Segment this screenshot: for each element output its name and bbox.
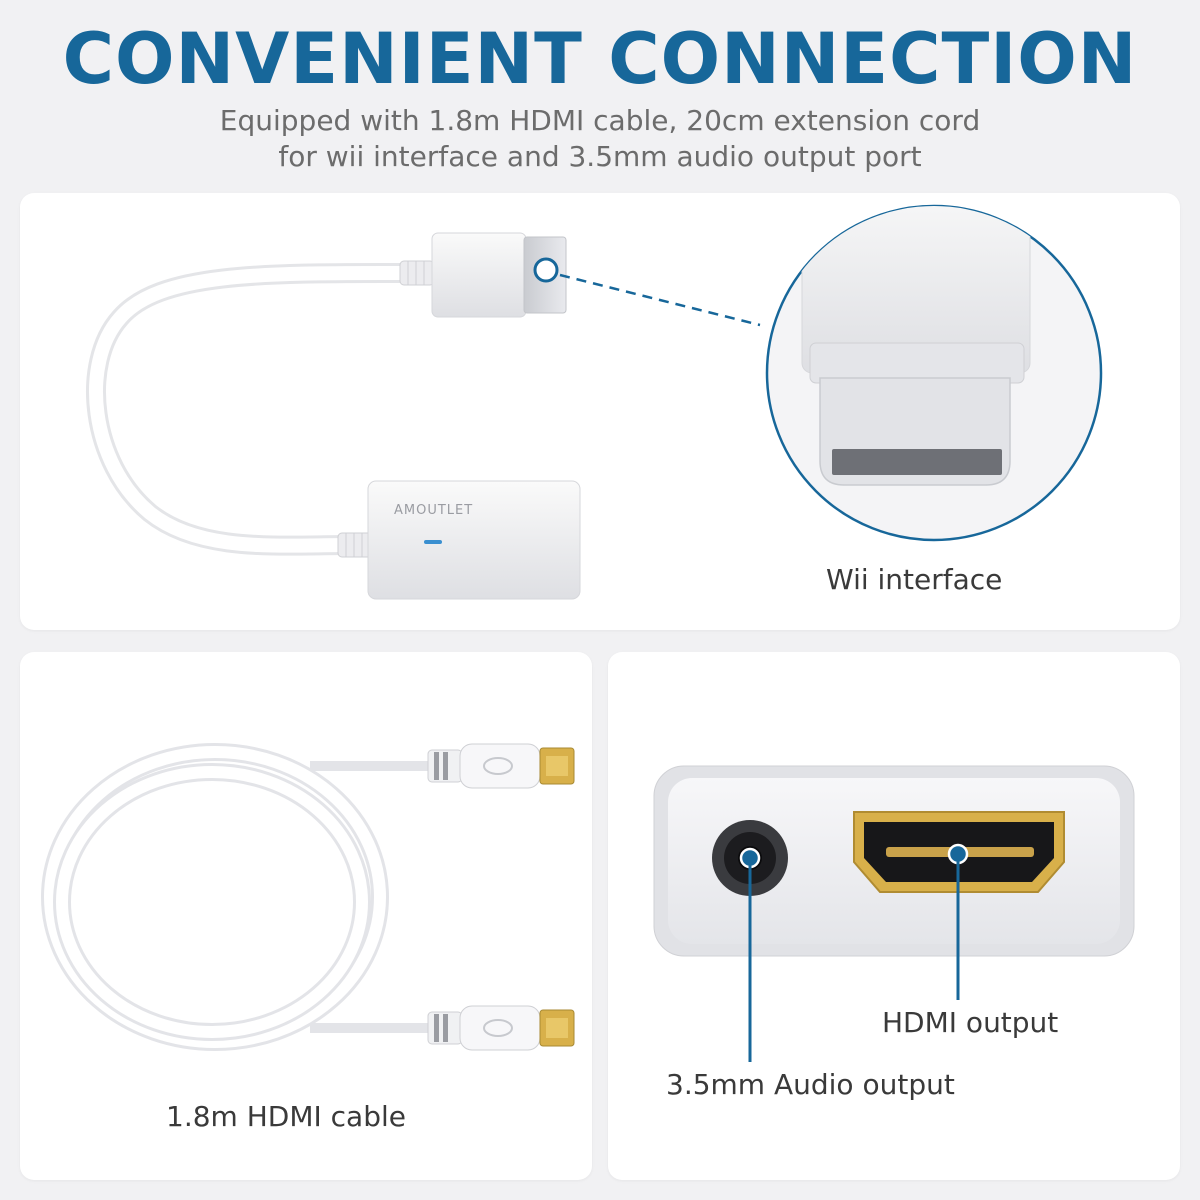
- bottom-strain-relief: [337, 532, 373, 558]
- hdmi-cable-caption: 1.8m HDMI cable: [166, 1100, 406, 1133]
- hdmi-cable-illustration: [41, 743, 575, 1051]
- hdmi-output-label: HDMI output: [882, 1006, 1059, 1039]
- wii-interface-label: Wii interface: [826, 563, 1003, 596]
- wii-extension-illustration: [86, 204, 1103, 600]
- hdmi-connector-top: [427, 743, 575, 789]
- wii-extension-panel: Wii interface AMOUTLET: [20, 193, 1180, 630]
- hdmi-connector-bottom: [427, 1005, 575, 1051]
- top-strain-relief: [399, 260, 435, 286]
- hdmi-cable-panel: 1.8m HDMI cable: [20, 652, 592, 1180]
- subtitle-line-1: Equipped with 1.8m HDMI cable, 20cm exte…: [219, 104, 981, 137]
- adapter-box: [367, 480, 581, 600]
- page-title: CONVENIENT CONNECTION: [62, 18, 1138, 100]
- adapter-brand-text: AMOUTLET: [394, 503, 474, 518]
- ports-illustration: [653, 765, 1135, 1062]
- subtitle-line-2: for wii interface and 3.5mm audio output…: [278, 140, 922, 173]
- audio-output-label: 3.5mm Audio output: [666, 1068, 955, 1101]
- ports-panel: HDMI output 3.5mm Audio output: [608, 652, 1180, 1180]
